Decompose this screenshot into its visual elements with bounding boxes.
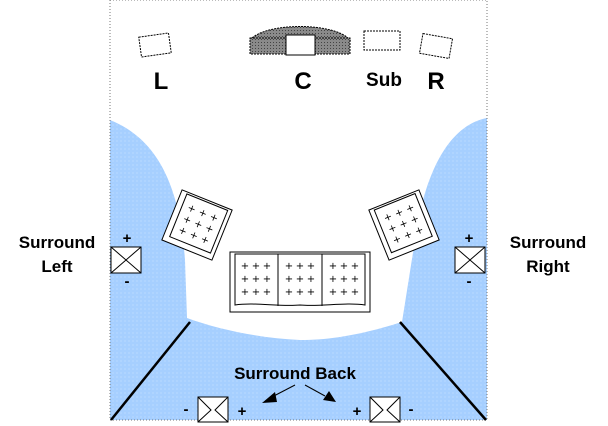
surround-left-label-2: Left — [41, 257, 73, 276]
svg-text:+: + — [307, 287, 315, 298]
label-right: R — [427, 68, 444, 95]
svg-text:+: + — [241, 274, 249, 285]
surround-left-minus: - — [125, 273, 130, 290]
svg-text:+: + — [382, 211, 394, 224]
surround-back-right-minus: - — [409, 401, 414, 418]
svg-text:+: + — [398, 218, 410, 231]
wall-right — [399, 321, 487, 421]
svg-text:+: + — [296, 287, 304, 298]
surround-back-left-plus: + — [238, 403, 247, 420]
armchair-right-icon: +++ +++ +++ — [368, 189, 440, 261]
svg-text:+: + — [296, 261, 304, 272]
surround-right-plus: + — [465, 230, 474, 247]
speaker-right-icon — [418, 32, 454, 60]
svg-text:+: + — [340, 287, 348, 298]
svg-text:+: + — [307, 261, 315, 272]
svg-text:+: + — [413, 224, 425, 237]
svg-text:+: + — [252, 274, 260, 285]
surround-back-label: Surround Back — [234, 364, 356, 383]
armchair-left-icon: +++ +++ +++ — [161, 189, 233, 261]
svg-text:+: + — [199, 234, 211, 247]
surround-left-speaker-icon — [110, 246, 142, 274]
svg-text:+: + — [252, 261, 260, 272]
svg-text:+: + — [208, 212, 220, 225]
svg-text:+: + — [351, 287, 359, 298]
svg-text:+: + — [263, 287, 271, 298]
surround-back-right-plus: + — [353, 403, 362, 420]
surround-left-label-1: Surround — [19, 233, 96, 252]
svg-text:+: + — [241, 261, 249, 272]
svg-text:+: + — [296, 274, 304, 285]
svg-text:+: + — [285, 287, 293, 298]
surround-back-left-minus: - — [184, 401, 189, 418]
label-left: L — [154, 68, 169, 95]
svg-text:+: + — [285, 261, 293, 272]
arrow-left-icon — [262, 384, 296, 403]
sofa-icon: +++ +++ +++ +++ +++ +++ +++ +++ +++ — [229, 251, 371, 313]
center-speaker-icon — [248, 26, 352, 56]
svg-text:+: + — [329, 261, 337, 272]
svg-text:+: + — [252, 287, 260, 298]
surround-right-speaker-icon — [454, 246, 486, 274]
svg-text:+: + — [188, 229, 200, 242]
svg-text:+: + — [192, 218, 204, 231]
svg-text:+: + — [285, 274, 293, 285]
surround-back-left-speaker-icon — [197, 396, 229, 423]
svg-text:+: + — [263, 274, 271, 285]
svg-text:+: + — [241, 287, 249, 298]
surround-right-label-2: Right — [526, 257, 570, 276]
wall-left — [110, 321, 191, 421]
svg-text:+: + — [181, 214, 193, 227]
svg-text:+: + — [340, 274, 348, 285]
arrow-right-icon — [304, 384, 336, 402]
svg-text:+: + — [307, 274, 315, 285]
svg-text:+: + — [329, 287, 337, 298]
svg-text:+: + — [351, 274, 359, 285]
svg-text:+: + — [409, 213, 421, 226]
svg-text:+: + — [404, 202, 416, 215]
svg-text:+: + — [329, 274, 337, 285]
subwoofer-icon — [363, 30, 401, 51]
room-border — [109, 0, 488, 421]
svg-text:+: + — [263, 261, 271, 272]
svg-text:+: + — [177, 225, 189, 238]
speaker-left-icon — [138, 32, 172, 58]
label-sub: Sub — [366, 70, 402, 91]
svg-text:+: + — [186, 203, 198, 216]
svg-text:+: + — [351, 261, 359, 272]
svg-text:+: + — [340, 261, 348, 272]
label-center: C — [294, 68, 311, 95]
svg-text:+: + — [203, 223, 215, 236]
svg-text:+: + — [197, 207, 209, 220]
svg-text:+: + — [387, 222, 399, 235]
svg-text:+: + — [402, 229, 414, 242]
svg-text:+: + — [393, 207, 405, 220]
surround-right-minus: - — [467, 273, 472, 290]
surround-back-right-speaker-icon — [369, 396, 401, 423]
svg-text:+: + — [391, 233, 403, 246]
surround-right-label-1: Surround — [510, 233, 587, 252]
surround-left-plus: + — [123, 230, 132, 247]
